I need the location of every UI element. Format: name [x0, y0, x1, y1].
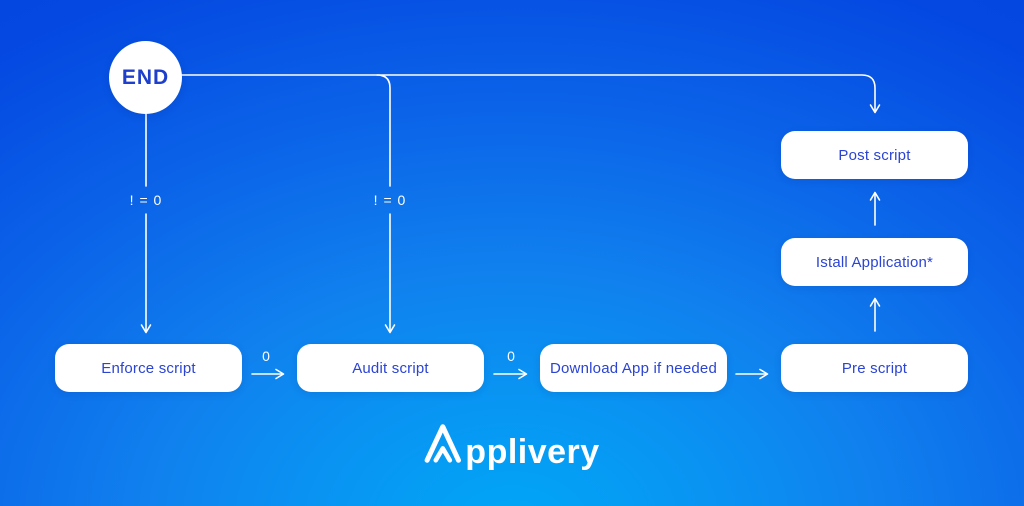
node-istall-application: Istall Application* [781, 238, 968, 286]
node-download-app-if-needed: Download App if needed [540, 344, 727, 392]
end-node-label: END [121, 65, 170, 89]
edge-end-to-post [181, 74, 881, 114]
applivery-logo: pplivery [424, 424, 599, 472]
node-enforce-script: Enforce script [55, 344, 242, 392]
edge-label-enforce-audit-0: 0 [262, 348, 270, 364]
node-audit-script: Audit script [297, 344, 484, 392]
node-pre-script-label: Pre script [841, 359, 908, 377]
node-post-script-label: Post script [838, 146, 911, 164]
end-node: END [109, 41, 182, 114]
edge-label-enforce-neq-0: ! = 0 [129, 192, 163, 208]
edge-label-audit-neq-0: ! = 0 [373, 192, 407, 208]
node-enforce-script-label: Enforce script [101, 359, 196, 377]
edge-end-to-audit-upper [376, 74, 391, 187]
edge-label-audit-download-0: 0 [507, 348, 515, 364]
node-download-app-if-needed-label: Download App if needed [549, 359, 718, 377]
node-audit-script-label: Audit script [352, 359, 429, 377]
applivery-logo-text: pplivery [465, 433, 600, 471]
node-pre-script: Pre script [781, 344, 968, 392]
node-post-script: Post script [781, 131, 968, 179]
applivery-logo-a-icon [424, 424, 462, 463]
node-istall-application-label: Istall Application* [815, 253, 934, 271]
